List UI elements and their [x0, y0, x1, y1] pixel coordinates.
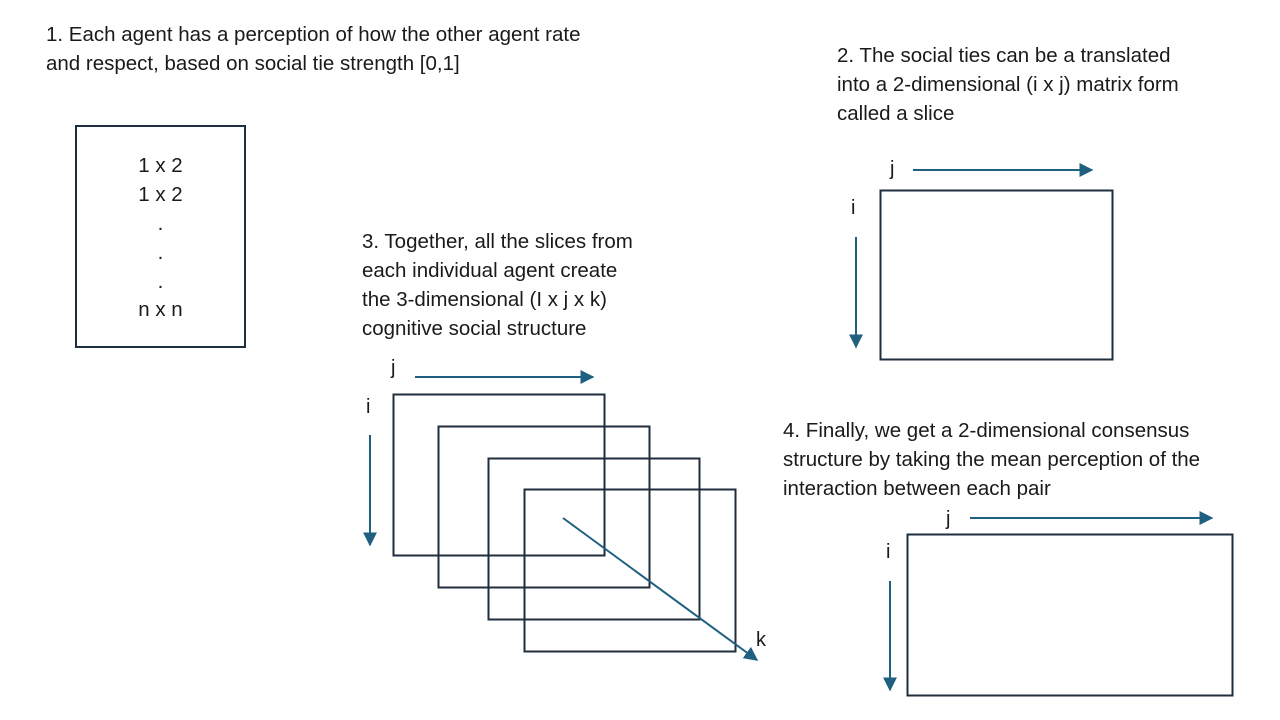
- step-2-line: 2. The social ties can be a translated: [837, 44, 1171, 67]
- step-1-line: 1. Each agent has a perception of how th…: [46, 23, 581, 46]
- consensus-i-label: i: [886, 541, 891, 563]
- vector-entry: 1 x 2: [138, 183, 183, 206]
- perception-vector-box: 1 x 2 1 x 2 . . . n x n: [75, 125, 246, 348]
- stack-k-label: k: [756, 629, 766, 651]
- slice-matrix-box: [879, 189, 1114, 361]
- stack-i-label: i: [366, 396, 371, 418]
- stack-slice-3: [487, 457, 701, 621]
- consensus-matrix-box: [906, 533, 1234, 697]
- slice-i-label: i: [851, 197, 856, 219]
- step-3-line: 3. Together, all the slices from: [362, 230, 633, 253]
- slice-j-label: j: [890, 158, 895, 180]
- step-2-line: into a 2-dimensional (i x j) matrix form: [837, 73, 1179, 96]
- stack-slice-1: [392, 393, 606, 557]
- stack-slice-4: [523, 488, 737, 653]
- stack-j-label: j: [391, 357, 396, 379]
- step-1-line: and respect, based on social tie strengt…: [46, 52, 460, 75]
- step-1-text: 1. Each agent has a perception of how th…: [46, 20, 581, 78]
- step-4-line: interaction between each pair: [783, 477, 1051, 500]
- vector-entry: 1 x 2: [138, 154, 183, 177]
- consensus-j-label: j: [946, 508, 951, 530]
- step-4-line: structure by taking the mean perception …: [783, 448, 1201, 471]
- step-4-line: 4. Finally, we get a 2-dimensional conse…: [783, 419, 1190, 442]
- vector-entry: .: [157, 212, 164, 235]
- vector-entry: .: [157, 241, 164, 264]
- step-3-line: the 3-dimensional (I x j x k): [362, 288, 607, 311]
- stack-slice-2: [437, 425, 651, 589]
- stack-k-arrow: [562, 517, 759, 661]
- step-3-line: each individual agent create: [362, 259, 618, 282]
- vector-entry: n x n: [138, 298, 183, 321]
- step-4-text: 4. Finally, we get a 2-dimensional conse…: [783, 416, 1200, 503]
- step-2-text: 2. The social ties can be a translated i…: [837, 41, 1179, 128]
- step-3-text: 3. Together, all the slices from each in…: [362, 227, 633, 343]
- step-3-line: cognitive social structure: [362, 317, 587, 340]
- step-2-line: called a slice: [837, 102, 955, 125]
- vector-entry: .: [157, 270, 164, 293]
